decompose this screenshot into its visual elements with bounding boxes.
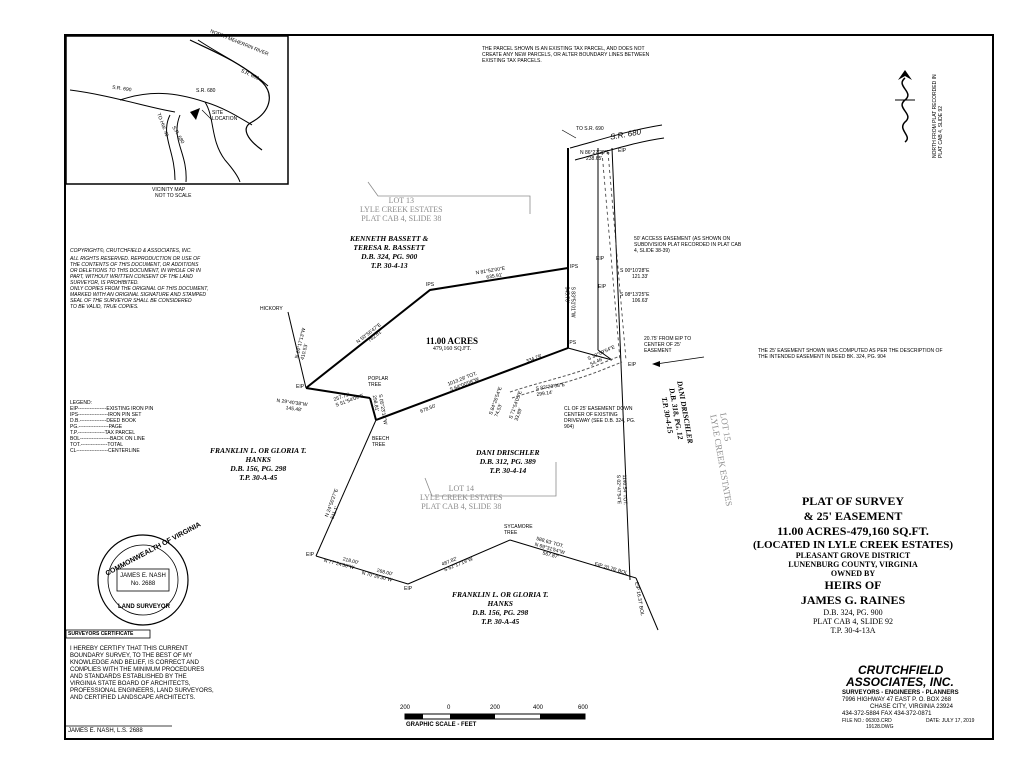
- ips-marker: IPS: [568, 340, 577, 346]
- hanks-south-parcel: FRANKLIN L. OR GLORIA T. HANKS D.B. 156,…: [452, 590, 549, 626]
- to-road-label: TO S.R. 690: [576, 126, 604, 132]
- file-info: FILE NO.: 06303.CRD: [842, 718, 892, 724]
- ips-marker: IPS: [570, 264, 579, 270]
- site-location-label: SITE LOCATION: [212, 110, 238, 122]
- boundary-poplar-beech: [369, 397, 377, 421]
- title-block: PLAT OF SURVEY & 25' EASEMENT 11.00 ACRE…: [752, 494, 954, 635]
- north-arrow-icon: [895, 70, 915, 143]
- vicinity-map-caption: VICINITY MAP: [152, 187, 186, 193]
- scale-tick: 600: [578, 705, 589, 711]
- parcel-note: THE PARCEL SHOWN IS AN EXISTING TAX PARC…: [482, 46, 650, 64]
- subject-acreage: 11.00 ACRES 479,160 SQ.FT.: [426, 336, 479, 352]
- certificate-body: I HEREBY CERTIFY THAT THIS CURRENT BOUND…: [70, 646, 214, 701]
- access-easement-note: 50' ACCESS EASEMENT (AS SHOWN ON SUBDIVI…: [634, 236, 742, 254]
- eip-marker: EIP: [404, 586, 413, 592]
- scale-tick: 0: [447, 705, 451, 711]
- certificate-frame: [65, 629, 151, 639]
- ips-marker: IPS: [426, 282, 435, 288]
- bassett-parcel: KENNETH BASSETT & TERESA R. BASSETT D.B.…: [350, 234, 429, 270]
- eip-marker: EIP: [296, 384, 305, 390]
- eip-marker: EIP: [598, 284, 607, 290]
- legend: LEGEND: EIP-----------------EXISTING IRO…: [70, 400, 154, 454]
- graphic-scale-bar: [404, 713, 586, 720]
- call-24: 20.75' FROM EIP TO CENTER OF 25' EASEMEN…: [644, 336, 692, 354]
- beech-marker: BEECH TREE: [372, 436, 390, 448]
- easement-driveway: [509, 355, 621, 393]
- eip-marker: EIP: [306, 552, 315, 558]
- eip-marker: EIP: [628, 362, 637, 368]
- road-sr-680-edge1: [569, 124, 663, 149]
- plat-sheet: [64, 34, 994, 740]
- easement-note: THE 25' EASEMENT SHOWN WAS COMPUTED AS P…: [758, 348, 943, 360]
- cl-easement-note: CL OF 25' EASEMENT DOWN CENTER OF EXISTI…: [564, 406, 636, 430]
- surveyor-seal: [97, 534, 189, 626]
- poplar-marker: POPLAR TREE: [368, 376, 389, 388]
- firm-details: SURVEYORS - ENGINEERS - PLANNERS 7996 HI…: [842, 690, 959, 717]
- lot14-label: LOT 14 LYLE CREEK ESTATES PLAT CAB 4, SL…: [420, 484, 503, 511]
- north-note: NORTH FROM PLAT RECORDED IN PLAT CAB 4, …: [932, 74, 944, 158]
- hickory-marker: HICKORY: [260, 306, 283, 312]
- hanks-west-parcel: FRANKLIN L. OR GLORIA T. HANKS D.B. 156,…: [210, 446, 307, 482]
- scale-tick: 200: [400, 705, 411, 711]
- eip-marker: EIP: [618, 148, 627, 154]
- scale-tick: 400: [533, 705, 544, 711]
- seal-bottom-text: LAND SURVEYOR: [118, 604, 170, 610]
- firm-logo: CRUTCHFIELD ASSOCIATES, INC.: [846, 663, 954, 689]
- boundary-west: [305, 387, 371, 399]
- boundary-south: [375, 347, 569, 421]
- vicinity-road-690: [69, 89, 176, 113]
- drischler-south-parcel: DANI DRISCHLER D.B. 312, PG. 389 T.P. 30…: [476, 448, 540, 475]
- site-location-marker: [190, 108, 200, 120]
- vicinity-map-frame: [65, 35, 289, 185]
- scale-caption: GRAPHIC SCALE - FEET: [406, 722, 477, 728]
- lot13-label: LOT 13 LYLE CREEK ESTATES PLAT CAB 4, SL…: [360, 196, 443, 223]
- eip-marker: EIP: [596, 256, 605, 262]
- vicinity-road-680: [119, 93, 253, 126]
- scale-tick: 200: [490, 705, 501, 711]
- vicinity-river: [189, 39, 270, 151]
- sycamore-marker: SYCAMORE TREE: [504, 524, 533, 536]
- boundary-north: [305, 267, 569, 389]
- seal-name: JAMES E. NASH No. 2688: [120, 573, 166, 587]
- call-21: 1140.54' TOT.S 02°47'54"E: [614, 474, 628, 506]
- road-sr-680-edge2: [574, 137, 665, 161]
- certificate-title: SURVEYORS CERTIFICATE: [68, 631, 134, 637]
- dwg-info: 19128.DWG: [866, 724, 894, 730]
- copyright-block: COPYRIGHT©, CRUTCHFIELD & ASSOCIATES, IN…: [70, 248, 209, 310]
- signature-line: JAMES E. NASH, L.S. 2688: [68, 728, 143, 734]
- date-info: DATE: JULY 17, 2019: [926, 718, 975, 724]
- vicinity-road-label: S.R. 680: [196, 88, 216, 94]
- vicinity-map-scale: NOT TO SCALE: [155, 193, 192, 199]
